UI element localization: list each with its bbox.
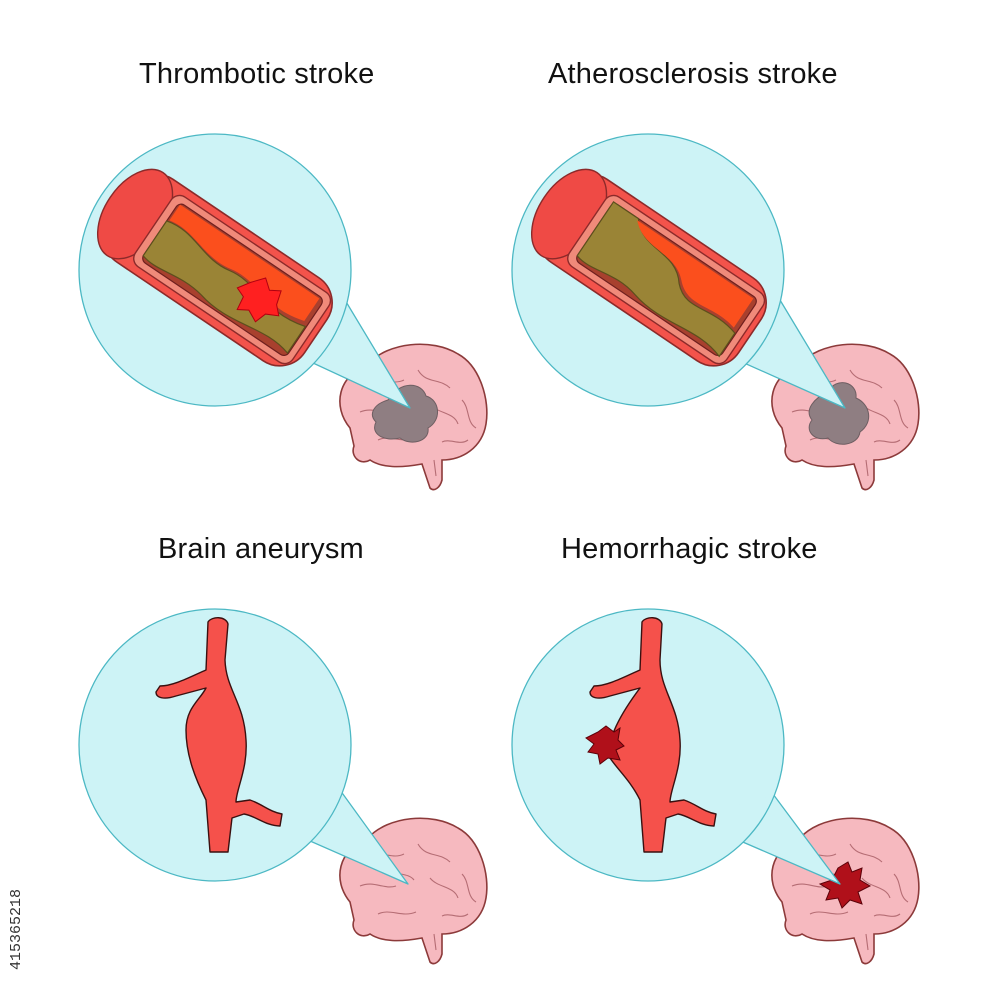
rupture-bleed	[585, 725, 625, 765]
hemorrhage-area	[818, 861, 872, 909]
hemorrhagic-panel	[511, 608, 920, 965]
artery-cross-section	[530, 168, 767, 367]
plaque	[576, 201, 736, 358]
stock-image-id: 415365218	[8, 888, 25, 970]
blood-vessel-ruptured	[589, 617, 717, 853]
artery-cross-section	[96, 168, 333, 367]
clot	[236, 277, 282, 323]
plaque	[142, 220, 307, 355]
blood-flow	[169, 204, 320, 321]
panel-title-thrombotic: Thrombotic stroke	[139, 58, 375, 90]
atherosclerosis-panel	[511, 133, 920, 491]
brain-icon	[771, 817, 920, 965]
panel-title-atherosclerosis: Atherosclerosis stroke	[548, 58, 838, 90]
brain-icon	[339, 343, 488, 491]
blood-vessel-aneurysm	[155, 617, 283, 853]
blood-flow	[637, 220, 754, 328]
panel-title-aneurysm: Brain aneurysm	[158, 533, 364, 565]
panel-title-hemorrhagic: Hemorrhagic stroke	[561, 533, 818, 565]
thrombotic-panel	[78, 133, 488, 491]
lesion-area	[372, 384, 438, 443]
aneurysm-panel	[78, 608, 488, 965]
